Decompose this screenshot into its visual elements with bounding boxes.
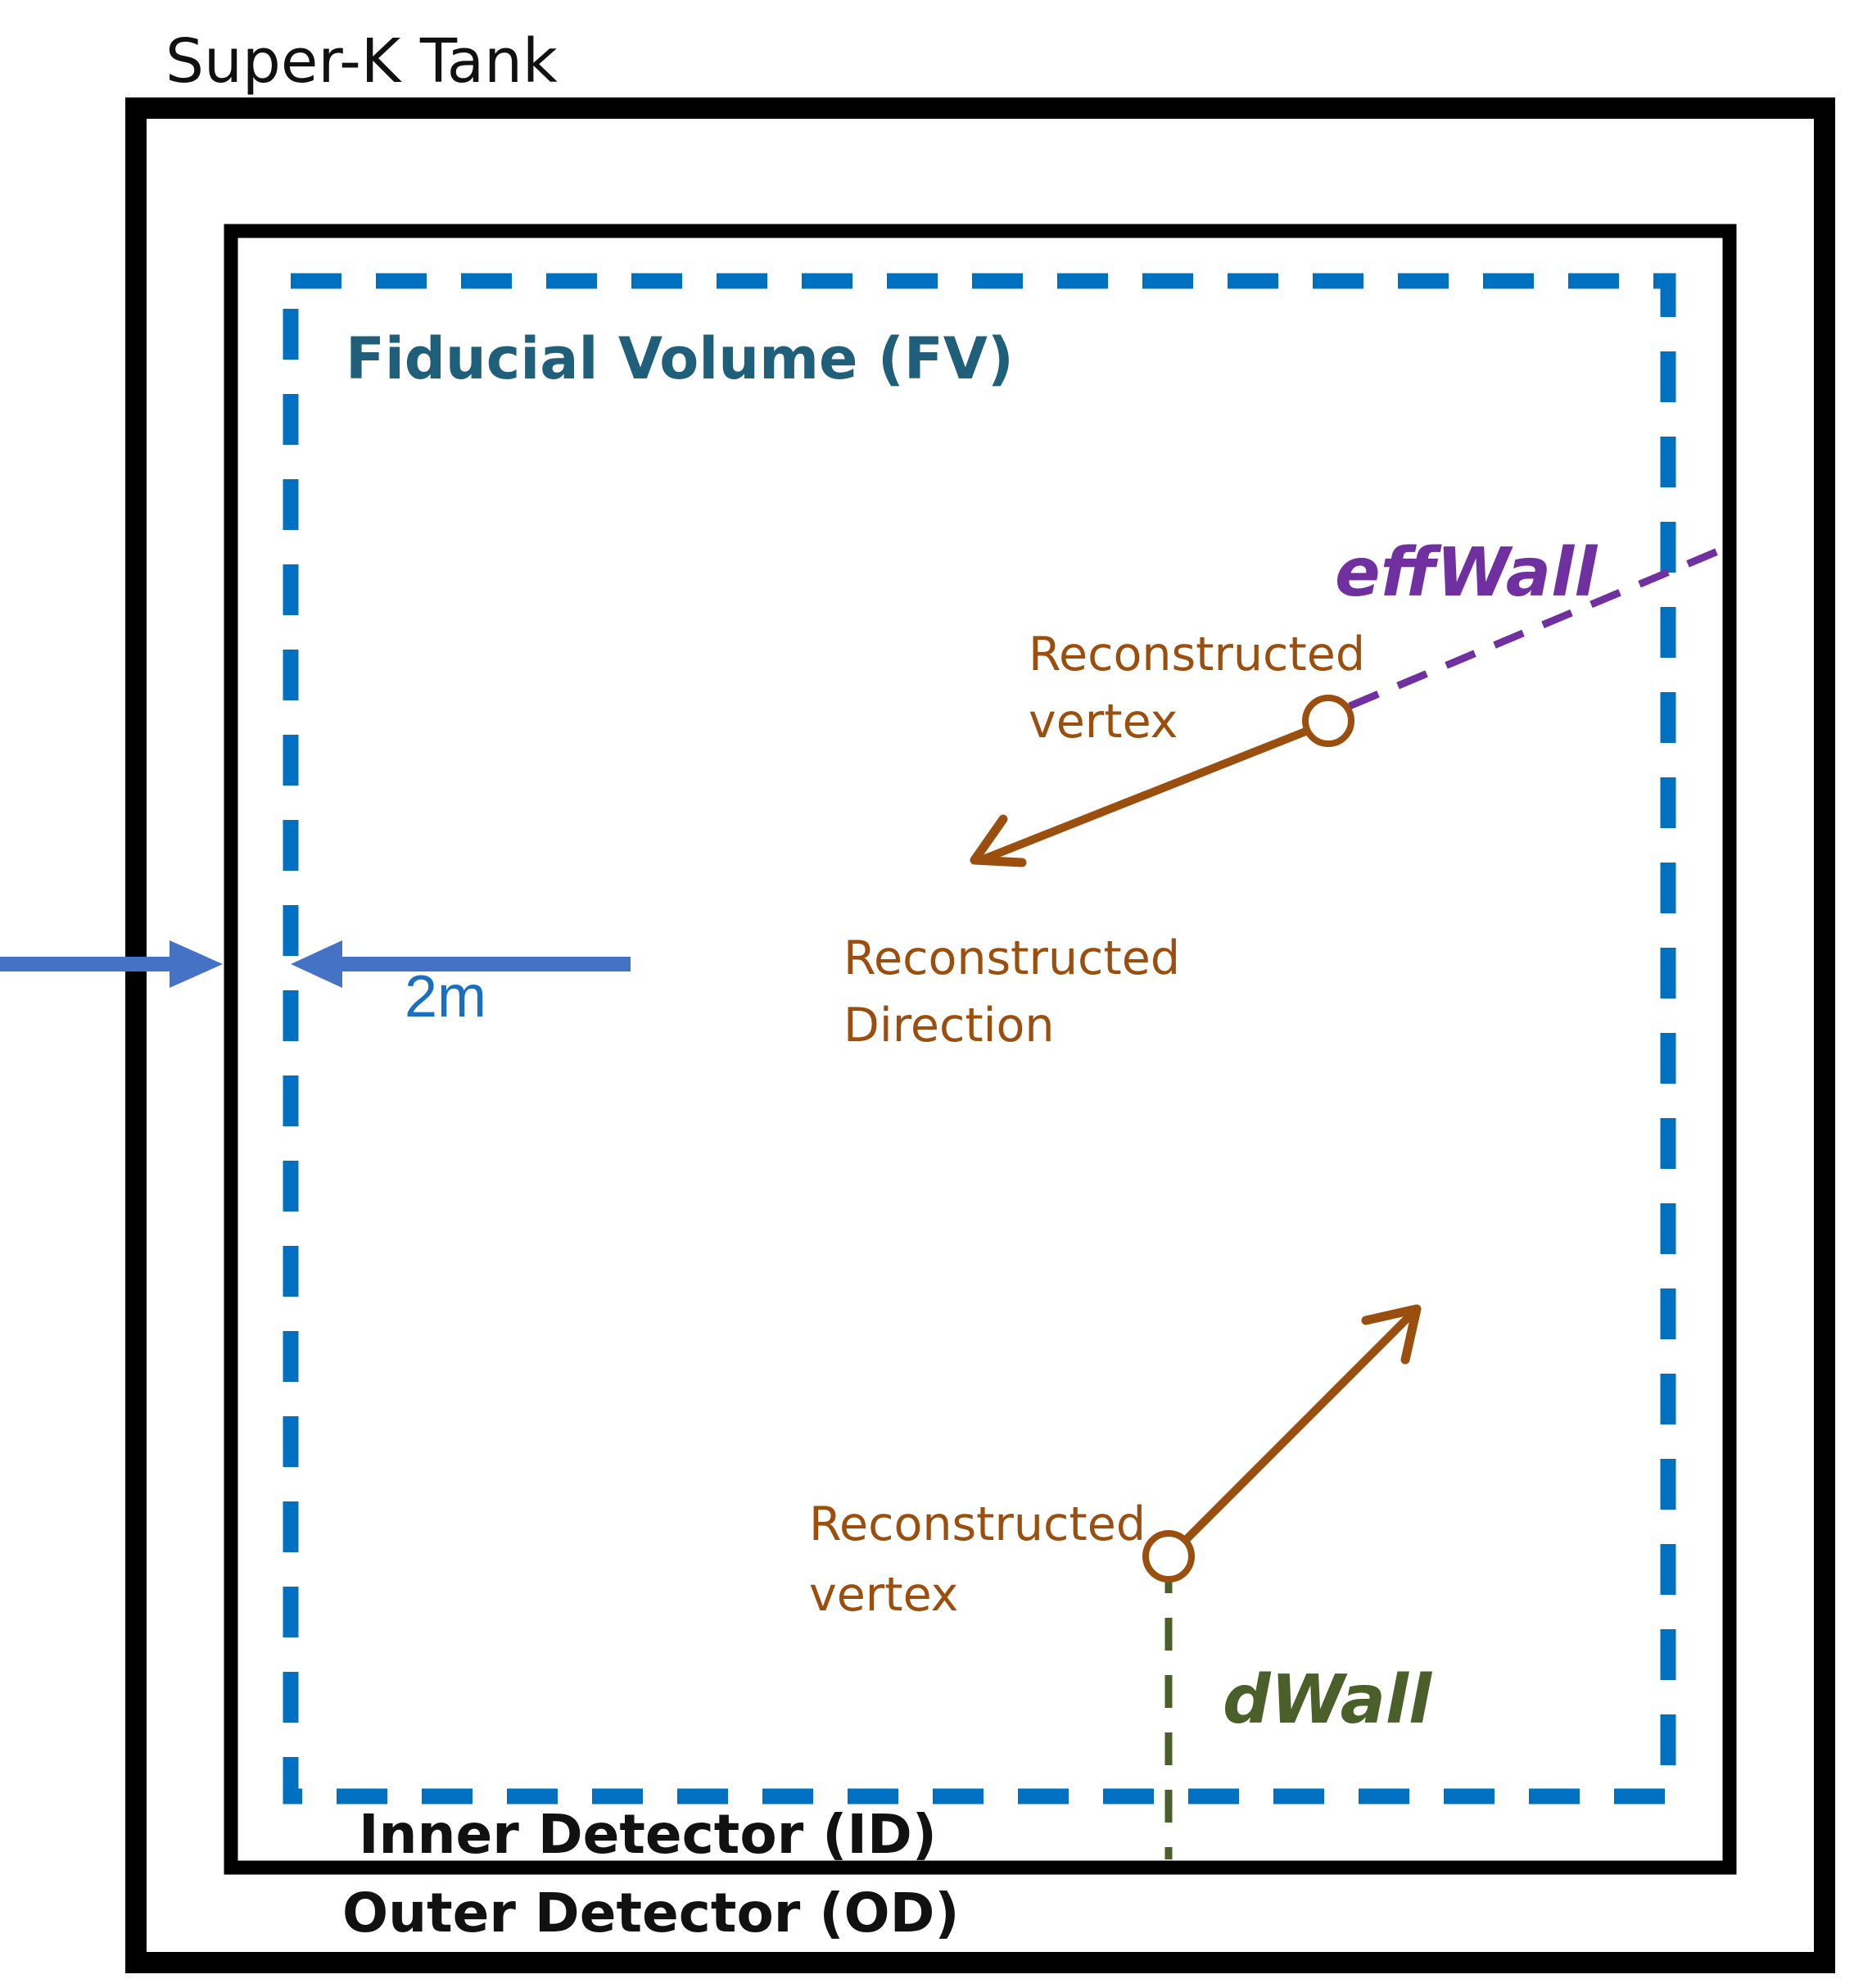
inner-detector-label: Inner Detector (ID)	[359, 1803, 937, 1866]
vertex-top-label-line2: vertex	[1029, 695, 1178, 749]
eff-wall-label: effWall	[1335, 534, 1599, 612]
tank-label: Super-K Tank	[165, 26, 558, 97]
direction-arrow-top-head	[970, 814, 1027, 867]
direction-arrow-bottom-shaft	[1182, 1313, 1413, 1544]
vertex-marker-bottom	[1142, 1530, 1195, 1583]
direction-label-line1: Reconstructed	[843, 931, 1180, 985]
inner-detector-wall	[224, 224, 1737, 1875]
distance-label: 2m	[405, 964, 486, 1030]
fiducial-volume-boundary	[283, 273, 1676, 1805]
outer-tank-wall	[125, 97, 1835, 1973]
outer-detector-label: Outer Detector (OD)	[342, 1882, 960, 1945]
eff-wall-line	[1348, 542, 1731, 710]
direction-label-line2: Direction	[843, 999, 1055, 1053]
vertex-marker-top	[1302, 695, 1354, 747]
direction-arrow-bottom-head	[1361, 1304, 1422, 1365]
vertex-bottom-label-line1: Reconstructed	[809, 1497, 1146, 1551]
distance-arrow-right-head	[291, 940, 342, 988]
vertex-top-label-line1: Reconstructed	[1029, 627, 1365, 682]
direction-arrow-top-shaft	[977, 727, 1312, 864]
vertex-bottom-label-line2: vertex	[809, 1568, 958, 1622]
distance-arrow-left-head	[170, 940, 223, 988]
fiducial-volume-label: Fiducial Volume (FV)	[346, 325, 1014, 392]
d-wall-label: dWall	[1223, 1661, 1433, 1739]
